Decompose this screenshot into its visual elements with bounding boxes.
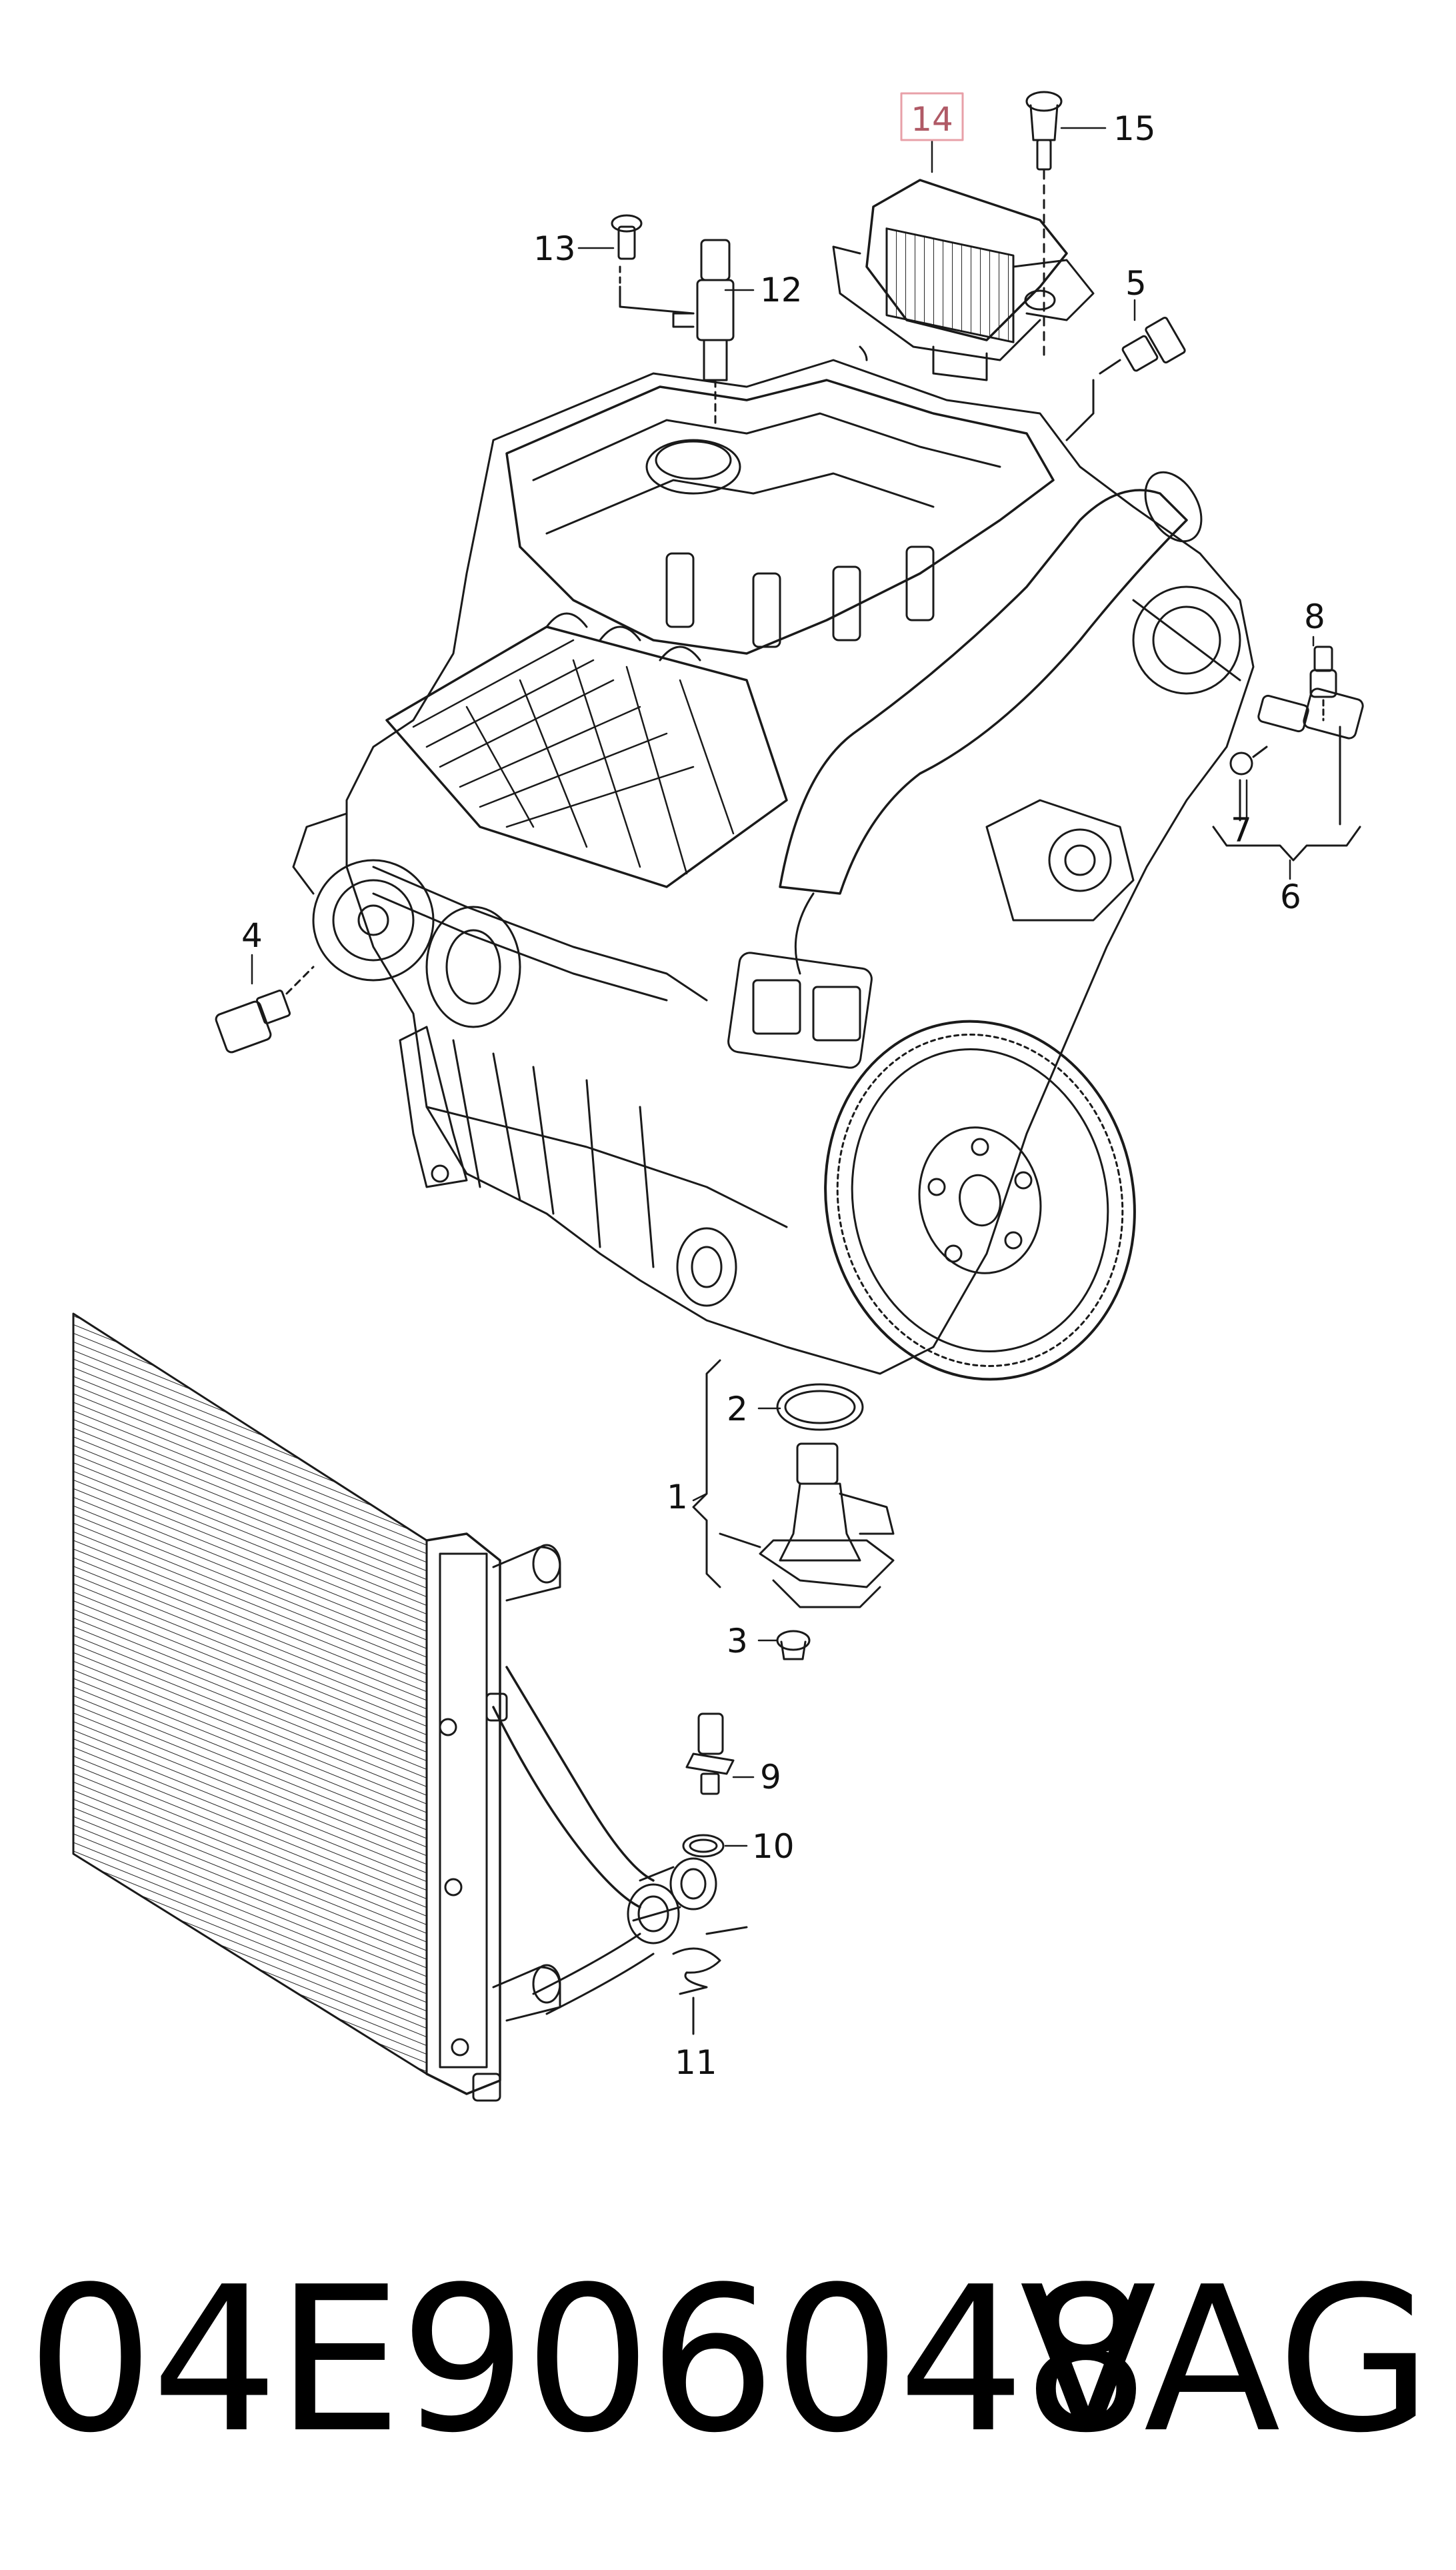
callout-5: 5 bbox=[1125, 264, 1147, 303]
engine-assembly bbox=[292, 359, 1255, 1375]
part-4-sensor bbox=[215, 966, 315, 1054]
callout-14: 14 bbox=[911, 100, 953, 139]
part-12-sensor bbox=[619, 239, 735, 428]
callout-13: 13 bbox=[533, 229, 576, 268]
radiator bbox=[72, 1312, 655, 2102]
brand-name: VAG bbox=[1019, 2244, 1432, 2477]
part-6-7-8-sensor-group bbox=[1212, 646, 1364, 862]
callout-4: 4 bbox=[241, 916, 263, 955]
leader-lines bbox=[251, 127, 1315, 1847]
part-15-bolt bbox=[1025, 91, 1063, 361]
part-number: 04E906048 bbox=[27, 2244, 1150, 2477]
callout-7: 7 bbox=[1231, 811, 1252, 850]
callout-3: 3 bbox=[727, 1622, 748, 1660]
callout-10: 10 bbox=[752, 1827, 795, 1866]
part-9-temp-sensor bbox=[627, 1712, 748, 2035]
callout-labels: 14 15 13 12 5 8 7 6 4 2 1 3 9 10 11 bbox=[241, 100, 1325, 2082]
flywheel bbox=[824, 1020, 1136, 1381]
part-13-bolt bbox=[611, 214, 643, 305]
callout-15: 15 bbox=[1113, 109, 1156, 148]
callout-8: 8 bbox=[1304, 597, 1325, 636]
callout-12: 12 bbox=[760, 271, 803, 309]
callout-2: 2 bbox=[727, 1390, 748, 1428]
callout-9: 9 bbox=[760, 1758, 781, 1796]
part-5-sensor bbox=[1065, 316, 1186, 441]
part-1-oil-level-sensor bbox=[692, 1359, 895, 1660]
callout-6: 6 bbox=[1280, 878, 1301, 916]
callout-11: 11 bbox=[675, 2043, 717, 2082]
callout-1: 1 bbox=[667, 1478, 688, 1516]
part-14-boost-module bbox=[832, 179, 1095, 381]
highlight-box-14 bbox=[900, 92, 964, 141]
